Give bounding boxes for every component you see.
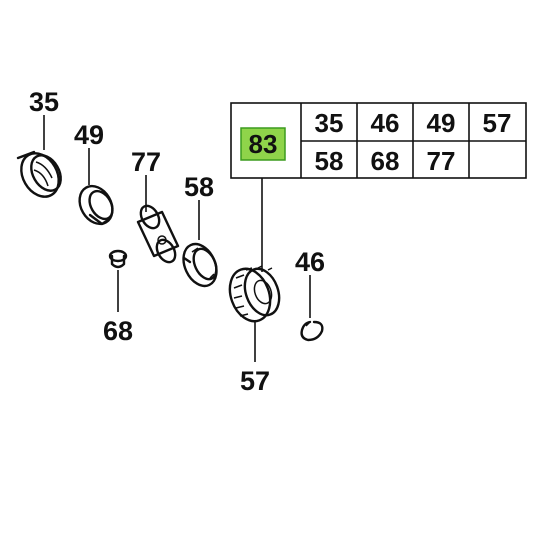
callout-46: 46 xyxy=(295,247,325,277)
callout-77: 77 xyxy=(131,147,161,177)
part-57-gear xyxy=(228,265,281,323)
kit-cell: 49 xyxy=(427,108,456,138)
part-58-clutch-ring xyxy=(182,242,218,288)
callout-68: 68 xyxy=(103,316,133,346)
callout-57: 57 xyxy=(240,366,270,396)
part-49-spring-clip xyxy=(78,184,114,226)
kit-number: 83 xyxy=(249,129,278,159)
kit-table: 83 35 46 49 57 58 68 77 xyxy=(230,102,527,179)
kit-cell: 68 xyxy=(371,146,400,176)
part-35-cap xyxy=(16,150,62,198)
kit-number-highlight xyxy=(240,127,286,161)
callout-49: 49 xyxy=(74,120,104,150)
kit-cell: 35 xyxy=(315,108,344,138)
callout-35: 35 xyxy=(29,87,59,117)
leader-lines xyxy=(43,115,311,362)
kit-cell: 46 xyxy=(371,108,400,138)
kit-cell: 77 xyxy=(427,146,456,176)
kit-cell: 57 xyxy=(483,108,512,138)
kit-cell: 58 xyxy=(315,146,344,176)
part-68-pin xyxy=(108,249,128,269)
part-46-circlip xyxy=(300,320,324,342)
callout-58: 58 xyxy=(184,172,214,202)
part-77-sleeve xyxy=(136,204,180,264)
